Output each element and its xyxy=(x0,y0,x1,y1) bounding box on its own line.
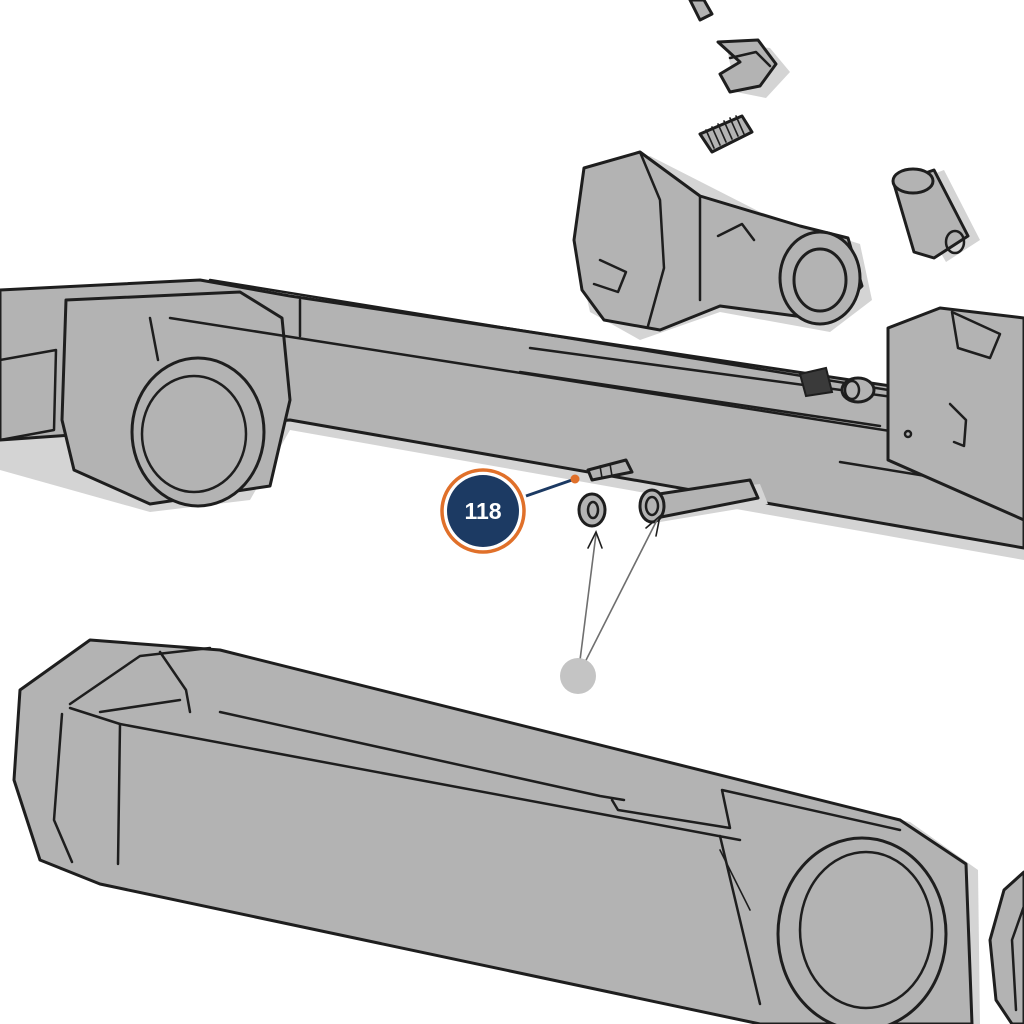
muzzle-nut-assembly xyxy=(572,150,872,340)
handguard-tube-part xyxy=(12,638,980,1024)
retaining-sleeve-part xyxy=(891,167,980,262)
latch-clip-part xyxy=(716,38,790,98)
pointer-origin-marker xyxy=(560,658,596,694)
callout-leader-line xyxy=(525,478,573,498)
callout-target-dot xyxy=(570,474,580,484)
axle-pin-part xyxy=(638,478,768,524)
top-pin-fragment xyxy=(688,0,714,22)
small-pin-part xyxy=(586,458,634,482)
next-part-fragment xyxy=(988,870,1024,1024)
barrel-receiver-assembly xyxy=(0,278,1024,560)
callout-label: 118 xyxy=(464,498,501,524)
washer-part xyxy=(577,492,607,528)
small-screw-pair xyxy=(798,366,876,404)
callout-badge xyxy=(447,475,519,547)
callout-118[interactable]: 118 xyxy=(440,468,580,554)
coil-spring-part xyxy=(698,114,754,154)
pointer-arrows xyxy=(577,513,662,677)
